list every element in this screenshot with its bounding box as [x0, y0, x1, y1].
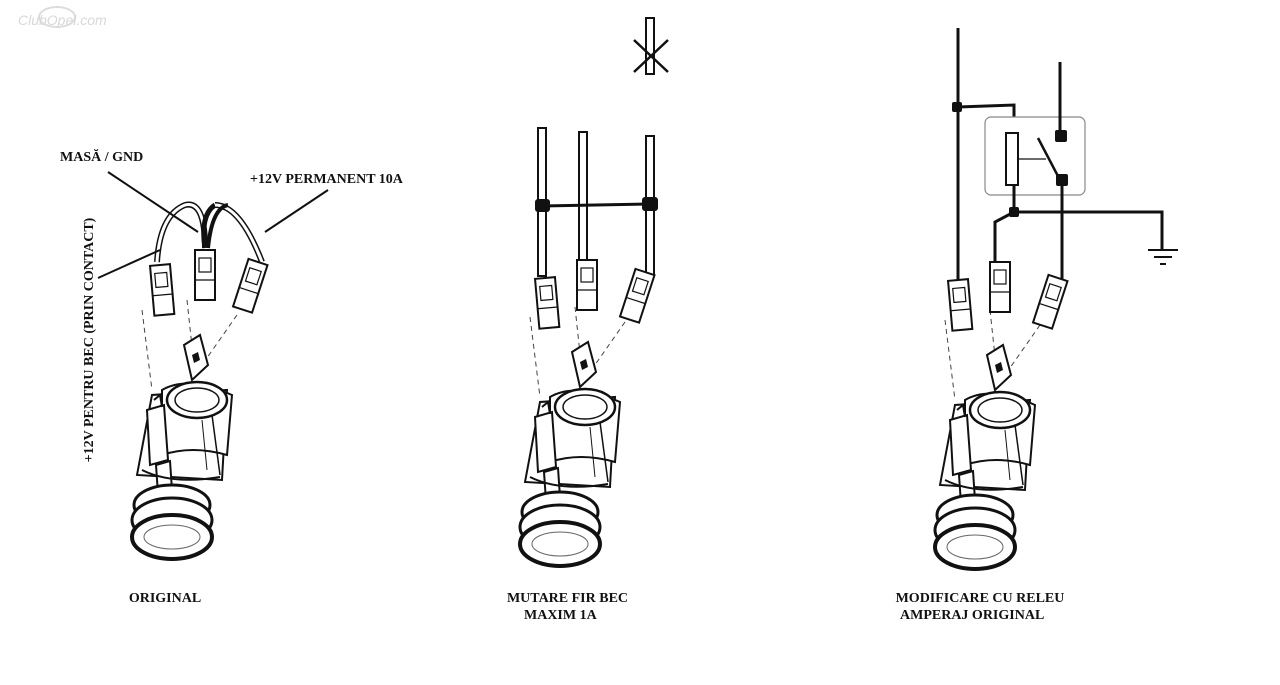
caption-relay: MODIFICARE CU RELEU AMPERAJ ORIGINAL	[880, 590, 1080, 624]
socket-relay	[933, 308, 1042, 571]
bridge-wire	[541, 202, 651, 208]
splice-feed-icon	[952, 102, 962, 112]
watermark-logo-icon	[38, 6, 76, 28]
connector-permanent	[232, 257, 269, 314]
caption-relay-line1: MODIFICARE CU RELEU	[895, 591, 1065, 606]
cut-wire-icon	[633, 17, 669, 75]
connector-relay-right	[1032, 273, 1069, 330]
panel-relay	[933, 28, 1178, 571]
connector-gnd	[194, 249, 216, 301]
panel-original	[97, 171, 329, 561]
leader-gnd	[107, 171, 199, 233]
connector-relay-left	[947, 278, 974, 332]
relay-switch-icon	[1036, 137, 1062, 181]
label-bulb: +12V PENTRU BEC (PRIN CONTACT)	[82, 217, 97, 463]
socket-move	[518, 305, 627, 568]
connector-right	[619, 267, 656, 324]
ground-icon	[1148, 249, 1178, 265]
watermark: ClubOpel.com	[18, 12, 107, 28]
caption-move-line1: MUTARE FIR BEC	[506, 591, 629, 606]
leader-permanent	[264, 189, 329, 233]
label-permanent: +12V PERMANENT 10A	[250, 172, 403, 187]
connector-relay-middle	[989, 261, 1011, 313]
socket-original	[130, 298, 239, 561]
caption-relay-line2: AMPERAJ ORIGINAL	[900, 608, 1045, 623]
connector-middle	[576, 259, 598, 311]
label-gnd: MASĂ / GND	[60, 150, 144, 165]
relay-coil-icon	[1005, 132, 1019, 186]
caption-move-wire: MUTARE FIR BEC MAXIM 1A	[490, 590, 645, 624]
caption-original-text: ORIGINAL	[128, 591, 202, 606]
wire-middle	[578, 131, 588, 261]
splice-left-icon	[535, 199, 550, 212]
leader-bulb	[97, 249, 161, 279]
caption-move-line2: MAXIM 1A	[524, 608, 597, 623]
splice-right-icon	[642, 197, 658, 211]
panel-move-wire	[518, 17, 669, 568]
connector-bulb	[149, 263, 176, 317]
relay	[984, 116, 1086, 196]
caption-original: ORIGINAL	[110, 590, 220, 607]
connector-left	[534, 276, 561, 330]
